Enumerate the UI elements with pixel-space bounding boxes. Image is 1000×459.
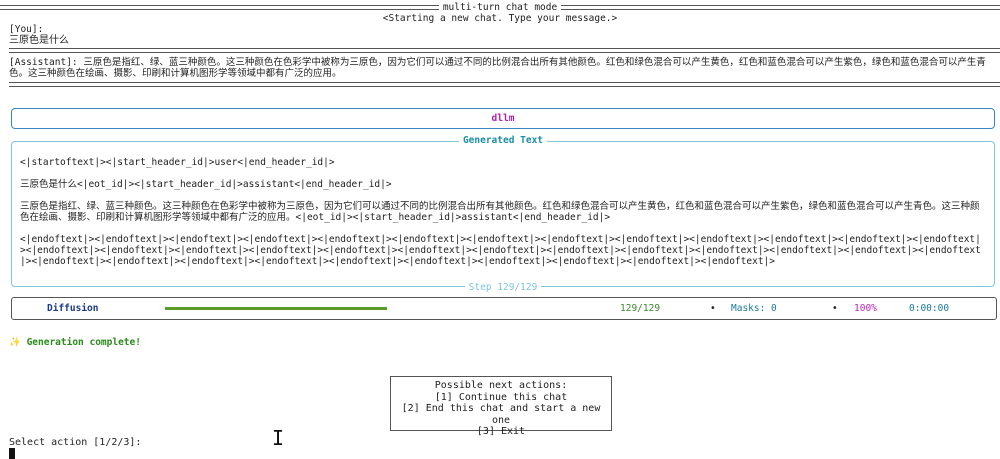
separator [9, 48, 1000, 53]
generated-text-panel: Generated Text <|startoftext|><|start_he… [11, 135, 995, 293]
step-counter: Step 129/129 [464, 282, 542, 293]
ibeam-cursor-icon: I [272, 426, 285, 450]
chat-subtitle: <Starting a new chat. Type your message.… [382, 13, 618, 24]
model-panel: dllm [11, 108, 995, 129]
next-actions-box: Possible next actions: [1] Continue this… [390, 376, 612, 437]
title-bar: multi-turn chat mode [0, 2, 1000, 13]
progress-label: Diffusion [47, 303, 99, 314]
assistant-message: [Assistant]: 三原色是指红、绿、蓝三种颜色。这三种颜色在色彩学中被称… [9, 57, 986, 79]
mode-title: multi-turn chat mode [442, 2, 558, 13]
progress-bar-fill [165, 307, 387, 310]
user-label: [You]: [9, 24, 44, 35]
progress-percent: 100% [854, 303, 877, 314]
status-line: ✨ Generation complete! [9, 337, 141, 348]
action-continue[interactable]: [1] Continue this chat [434, 391, 568, 403]
bullet: • [710, 303, 716, 314]
select-action-prompt: Select action [1/2/3]: [9, 437, 142, 448]
bullet: • [832, 303, 838, 314]
model-name: dllm [491, 113, 515, 124]
separator [9, 82, 1000, 87]
text-cursor[interactable] [9, 448, 15, 459]
action-exit[interactable]: [3] Exit [476, 426, 526, 437]
masks-count: Masks: 0 [731, 303, 777, 314]
actions-title: Possible next actions: [434, 380, 568, 391]
separator [561, 5, 1000, 10]
action-new-chat[interactable]: [2] End this chat and start a new one [401, 403, 601, 426]
separator [0, 5, 439, 10]
generated-line: <|endoftext|><|endoftext|><|endoftext|><… [20, 234, 981, 267]
generated-line: 三原色是指红、绿、蓝三种颜色。这三种颜色在色彩学中被称为三原色，因为它们可以通过… [20, 201, 980, 223]
progress-bar [165, 307, 387, 310]
sparkle-icon: ✨ [9, 337, 21, 348]
generated-line: <|startoftext|><|start_header_id|>user<|… [20, 157, 335, 168]
diffusion-progress: Diffusion 129/129 • Masks: 0 • 100% 0:00… [11, 297, 997, 320]
user-message: 三原色是什么 [9, 35, 69, 46]
generated-line: 三原色是什么<|eot_id|><|start_header_id|>assis… [20, 179, 392, 190]
generated-text-title: Generated Text [458, 135, 548, 146]
elapsed-time: 0:00:00 [909, 303, 950, 314]
status-text: Generation complete! [26, 337, 141, 348]
progress-count: 129/129 [620, 303, 661, 314]
